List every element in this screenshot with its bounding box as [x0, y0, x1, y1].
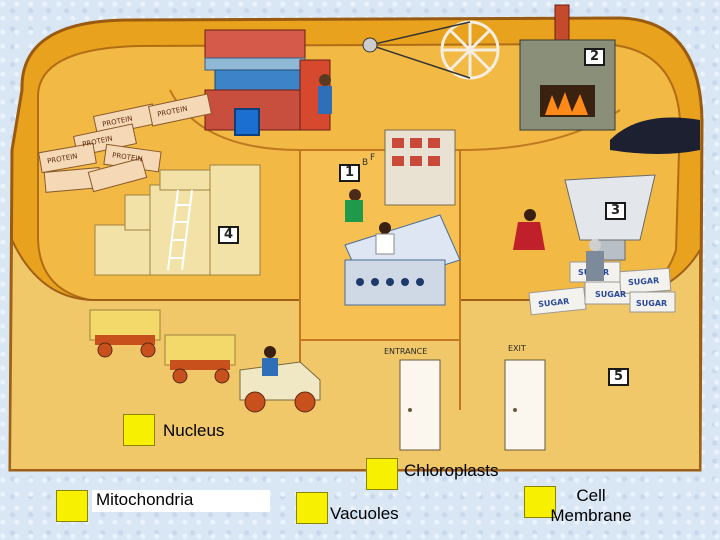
- worker-figure: [513, 209, 604, 281]
- control-panel: B F: [362, 129, 456, 206]
- ladder: [167, 189, 193, 271]
- blueprint-console: [344, 214, 461, 306]
- exit-sign: EXIT: [508, 344, 526, 353]
- cell-membrane-label: Cell Membrane: [536, 486, 646, 526]
- chloroplasts-label: Chloroplasts: [404, 461, 499, 480]
- mitochondria-label: Mitochondria: [92, 490, 270, 512]
- cell-membrane-label-line1: Cell: [576, 486, 606, 505]
- sack-label: SUGAR: [636, 299, 667, 308]
- crate-stack: [94, 164, 261, 276]
- flywheel: [440, 20, 500, 80]
- marker-5: 5: [608, 368, 630, 386]
- panel-letter: F: [370, 153, 375, 163]
- panel-letter: B: [362, 158, 368, 168]
- delivery-train: [89, 309, 321, 413]
- marker-2: 2: [584, 48, 606, 66]
- sack-label: SUGAR: [595, 290, 626, 299]
- cell-membrane-label-line2: Membrane: [550, 506, 632, 525]
- marker-3: 3: [605, 202, 627, 220]
- power-plant: [519, 4, 616, 131]
- entrance-door: [399, 359, 441, 451]
- worker-figure: [318, 74, 332, 114]
- sack-label: SUGAR: [538, 297, 570, 309]
- cell-membrane-drag-box[interactable]: [524, 486, 556, 518]
- marker-4: 4: [218, 226, 240, 244]
- vacuoles-label: Vacuoles: [330, 504, 399, 523]
- sugar-sacks: [528, 261, 676, 316]
- protein-boxes: [38, 93, 213, 193]
- worker-figure: [345, 189, 395, 255]
- entrance-sign: ENTRANCE: [384, 347, 427, 356]
- vacuoles-drag-box[interactable]: [296, 492, 328, 524]
- sack-label: SUGAR: [628, 276, 660, 287]
- drive-belt: [369, 21, 471, 79]
- nucleus-label: Nucleus: [163, 421, 225, 440]
- exit-door: [504, 359, 546, 451]
- coal-pile: [610, 117, 700, 154]
- marker-1: 1: [339, 164, 361, 182]
- nucleus-drag-box[interactable]: [123, 414, 155, 446]
- chloroplasts-drag-box[interactable]: [366, 458, 398, 490]
- blank-answer-box[interactable]: [234, 108, 260, 136]
- mitochondria-drag-box[interactable]: [56, 490, 88, 522]
